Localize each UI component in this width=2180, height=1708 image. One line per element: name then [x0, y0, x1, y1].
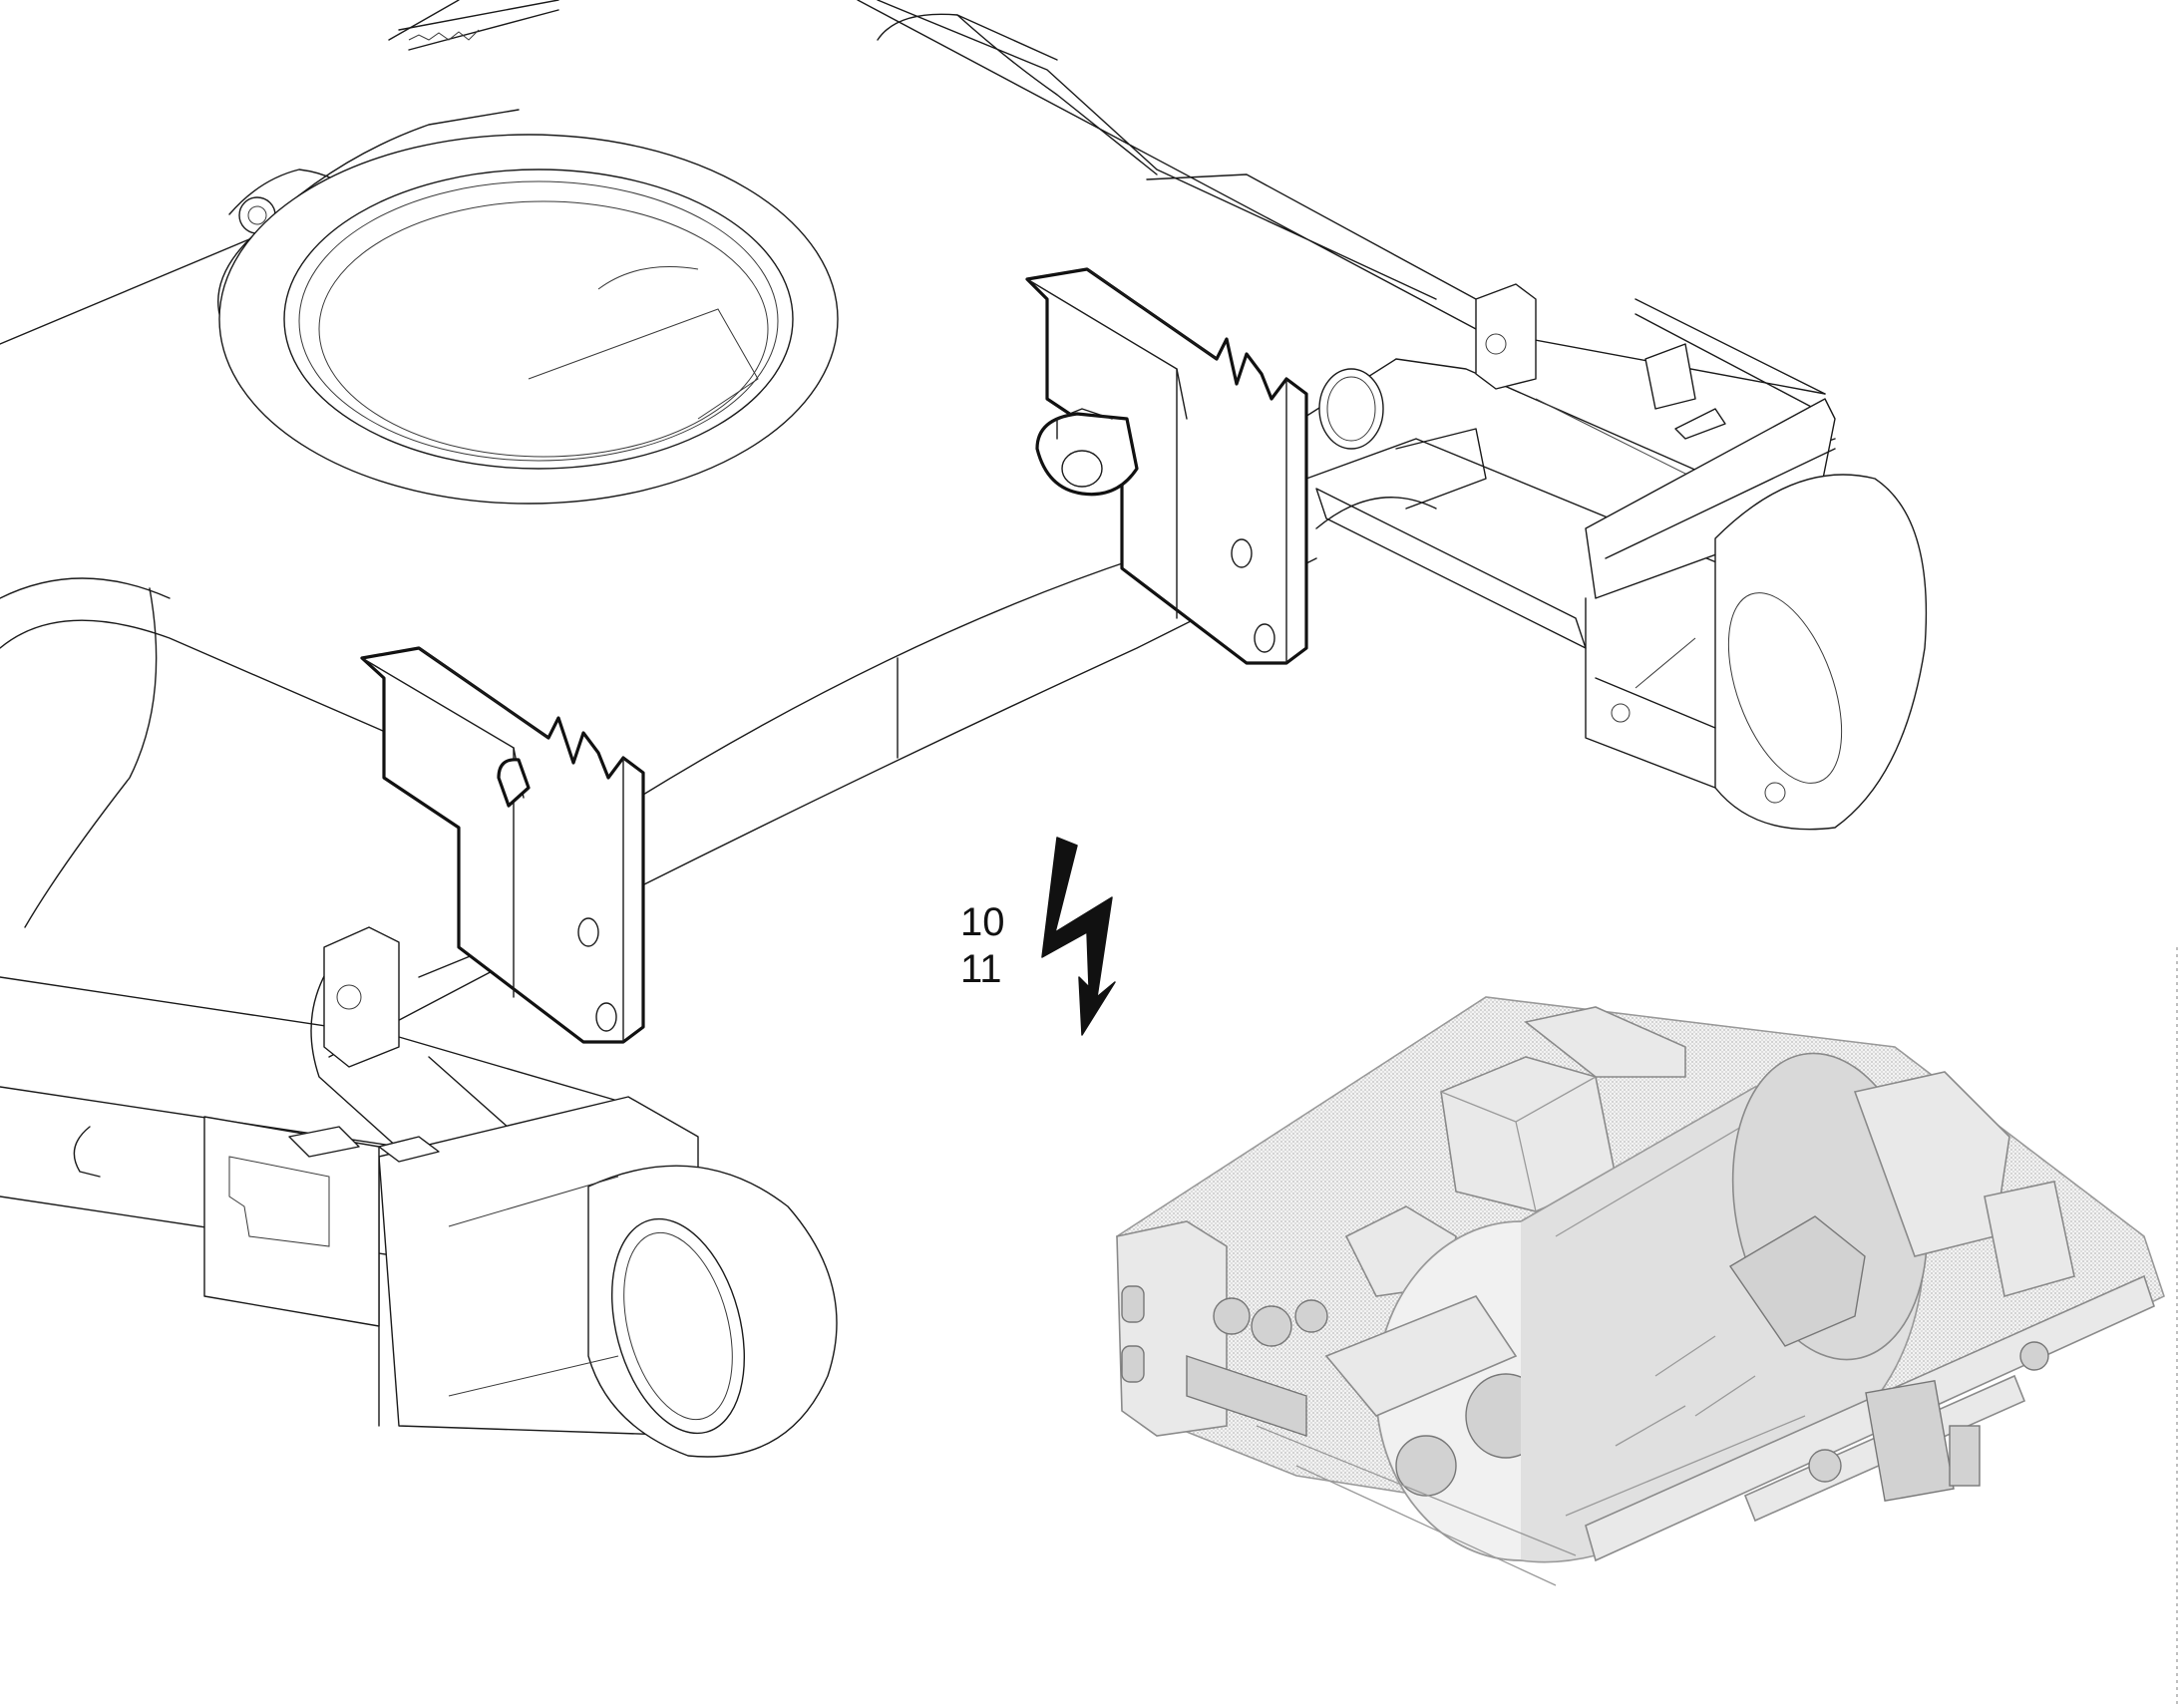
winch-drive-unit — [1116, 996, 2165, 1586]
reference-label: 10 11 — [960, 900, 1005, 991]
reference-number-11: 11 — [960, 947, 1002, 991]
undercarriage-frame — [0, 0, 1928, 1458]
lifting-bracket-right — [1025, 267, 1308, 665]
lifting-bracket-left — [360, 646, 645, 1044]
lightning-bolt-icon — [1041, 837, 1116, 1036]
reference-number-10: 10 — [960, 900, 1005, 944]
